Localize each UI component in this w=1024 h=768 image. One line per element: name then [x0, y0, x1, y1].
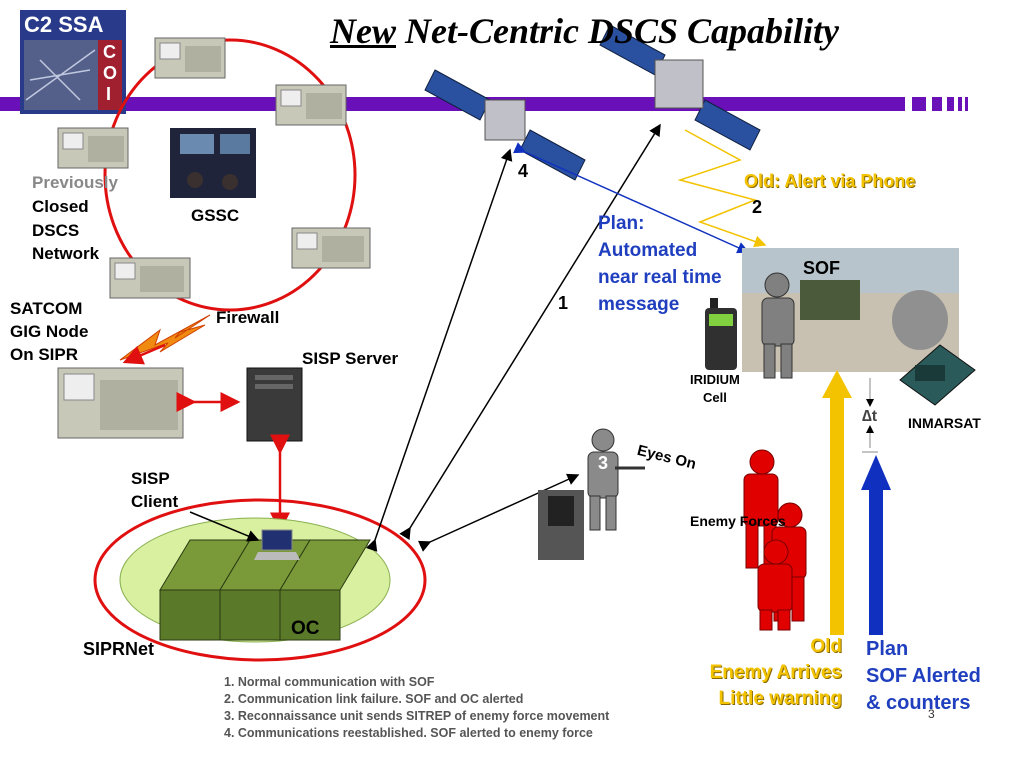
- notes-list: 1. Normal communication with SOF 2. Comm…: [224, 674, 609, 742]
- dscs-ring: [103, 38, 357, 312]
- step-3-label: 3: [598, 453, 609, 473]
- siprnet-ellipse: [93, 498, 427, 662]
- sisp-server-label: SISP Server: [302, 349, 399, 368]
- old-outcome-line: Little warning: [718, 688, 843, 709]
- firewall-bolt-icon: [119, 314, 211, 361]
- plan-outcome-line: Plan: [866, 638, 909, 660]
- iridium-line: IRIDIUM: [690, 372, 740, 387]
- gssc-photo: [170, 128, 256, 198]
- workstation-icon: [57, 127, 129, 169]
- network-label: Network: [32, 244, 100, 263]
- gssc-label: GSSC: [191, 206, 240, 225]
- workstation-icon: [109, 257, 191, 299]
- gig-node-label: GIG Node: [10, 322, 89, 341]
- logo-text: C2 SSA: [24, 12, 104, 37]
- satellite-icon: [599, 24, 761, 151]
- plan-message-line: message: [598, 294, 680, 315]
- workstation-icon: [291, 227, 371, 269]
- note-item: 2. Communication link failure. SOF and O…: [224, 692, 524, 706]
- siprnet-label: SIPRNet: [83, 639, 155, 659]
- inmarsat-label: INMARSAT: [908, 415, 981, 431]
- logo-letter: O: [103, 63, 118, 83]
- workstation-icon: [154, 37, 226, 79]
- oc-tents-icon: [159, 539, 371, 641]
- firewall-label: Firewall: [216, 308, 280, 327]
- iridium-phone-icon: [705, 298, 737, 370]
- step-1-label: 1: [558, 293, 569, 313]
- previously-label: Previously: [32, 173, 118, 192]
- iridium-line: Cell: [703, 390, 727, 405]
- iridium-label: IRIDIUM Cell: [690, 371, 740, 407]
- on-sipr-label: On SIPR: [10, 345, 79, 364]
- note-item: 4. Communications reestablished. SOF ale…: [224, 726, 593, 740]
- plan-outcome-line: & counters: [866, 692, 971, 714]
- page-number: 3: [928, 707, 935, 721]
- old-alert-label: Old: Alert via Phone: [744, 171, 916, 191]
- workstation-icon: [275, 84, 347, 126]
- plan-timeline-arrow: [861, 455, 891, 635]
- step-2-label: 2: [752, 197, 763, 217]
- closed-label: Closed: [32, 197, 89, 216]
- plan-message-line: Plan:: [598, 213, 645, 234]
- sisp-client-label: SISP: [131, 469, 170, 488]
- inmarsat-terminal-icon: [899, 344, 976, 406]
- title-rest: Net-Centric DSCS Capability: [405, 11, 840, 51]
- sisp-client-label-2: Client: [131, 492, 179, 511]
- plan-message-line: near real time: [598, 267, 722, 288]
- sof-soldier-icon: [761, 272, 795, 379]
- logo-letter: I: [106, 84, 112, 104]
- handheld-device-icon: [538, 490, 584, 560]
- c2-ssa-logo: [20, 10, 126, 114]
- sisp-server-icon: [246, 367, 303, 442]
- logo-letter: C: [103, 42, 116, 62]
- enemy-forces-label: Enemy Forces: [690, 513, 786, 529]
- oc-label: OC: [291, 618, 320, 639]
- old-outcome-line: Old: [810, 636, 842, 657]
- step-4-label: 4: [518, 161, 529, 181]
- plan-message-line: Automated: [598, 240, 698, 261]
- laptop-icon: [254, 529, 300, 560]
- plan-message-block: Plan: Automated near real time message: [598, 210, 722, 318]
- sof-label: SOF: [803, 258, 841, 278]
- old-outcome-line: Enemy Arrives: [709, 662, 842, 683]
- dscs-label: DSCS: [32, 221, 80, 240]
- delta-t-label: ∆t: [862, 408, 878, 425]
- satcom-label: SATCOM: [10, 299, 83, 318]
- page-title: New Net-Centric DSCS Capability: [330, 10, 930, 52]
- note-item: 1. Normal communication with SOF: [224, 675, 435, 689]
- recon-soldier-icon: [587, 428, 645, 531]
- old-outcome-block: Old Enemy Arrives Little warning: [682, 634, 842, 712]
- enemy-soldiers-icon: [743, 449, 807, 631]
- phone-alert-zigzag: [677, 129, 767, 248]
- old-timeline-arrow: [822, 370, 852, 635]
- satcom-workstation-icon: [57, 367, 184, 439]
- plan-outcome-line: SOF Alerted: [866, 665, 981, 687]
- title-emphasis: New: [330, 11, 396, 51]
- note-item: 3. Reconnaissance unit sends SITREP of e…: [224, 709, 610, 723]
- plan-outcome-block: Plan SOF Alerted & counters: [866, 636, 981, 717]
